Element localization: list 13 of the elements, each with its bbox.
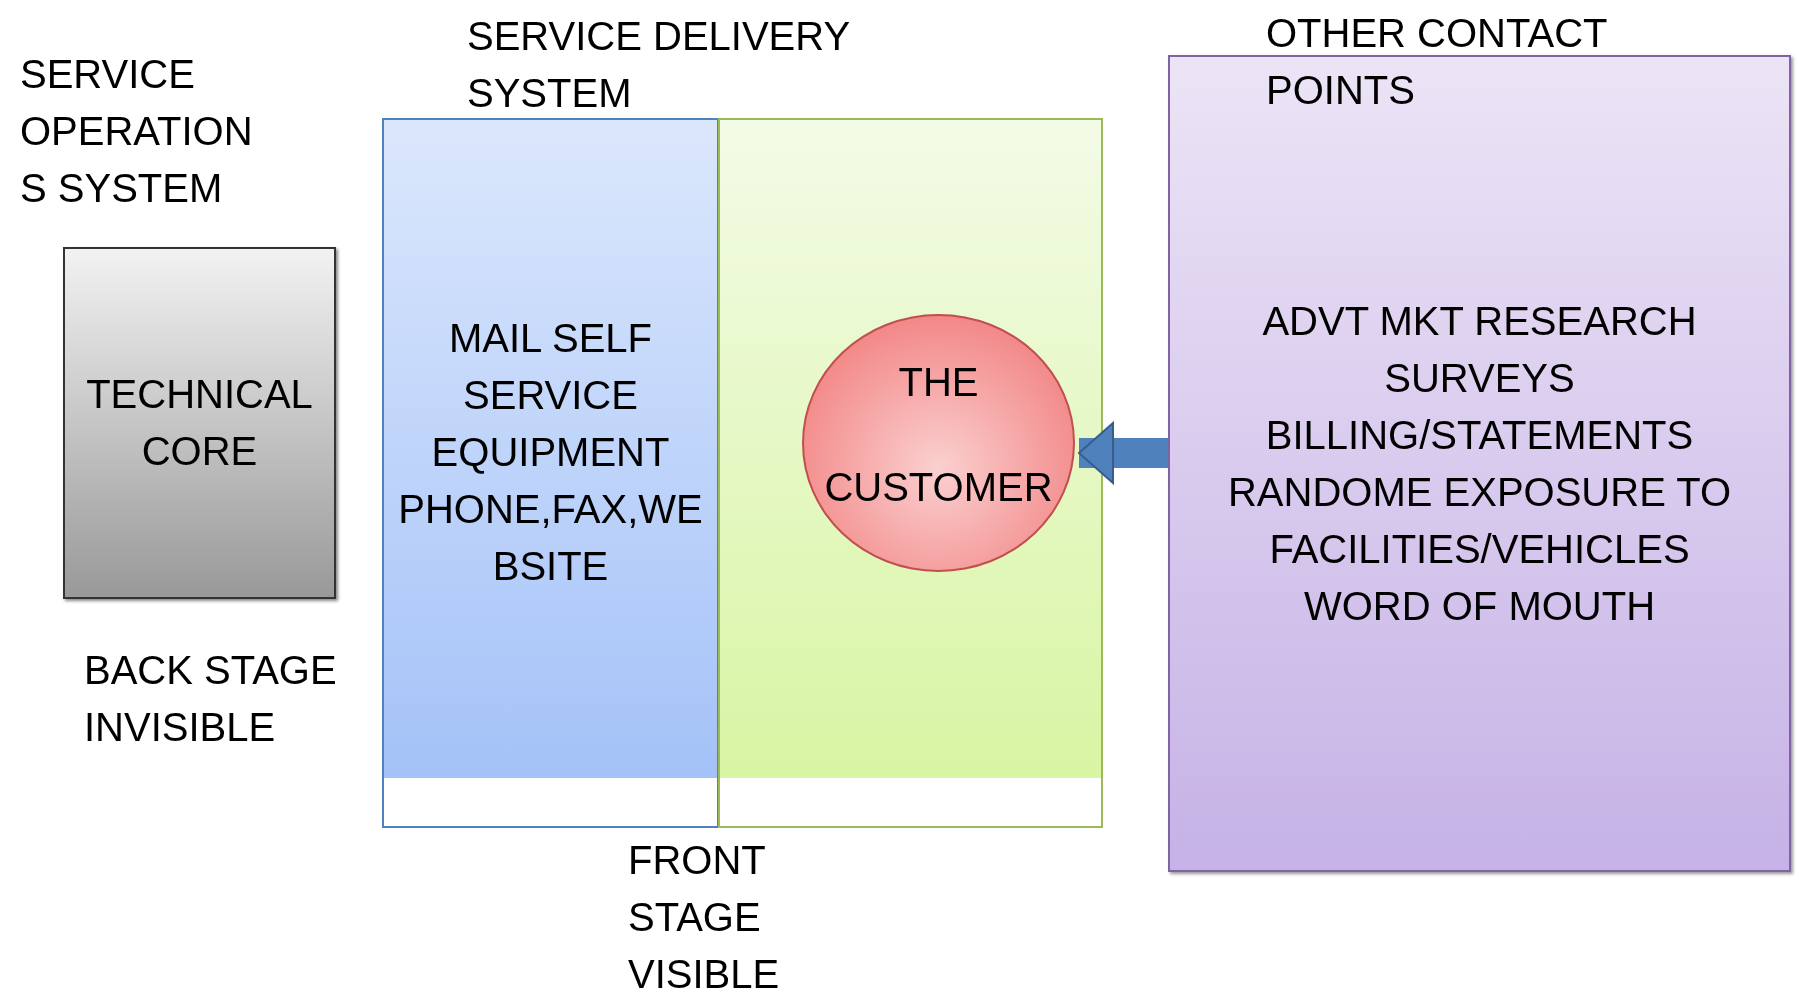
node-text: THE <box>897 359 980 406</box>
text-label: BACK STAGE INVISIBLE <box>84 647 338 751</box>
technical-core-box <box>63 247 336 599</box>
text-label: SERVICE OPERATIONS SYSTEM <box>20 51 254 212</box>
panel-heading: OTHER CONTACT POINTS <box>1266 10 1608 114</box>
node-text: MAIL SELF SERVICE EQUIPMENT PHONE,FAX,WEBSITE <box>397 315 704 590</box>
customer-panel <box>718 118 1103 828</box>
text-label: SERVICE DELIVERY SYSTEM <box>467 13 851 117</box>
delivery-panel <box>382 118 719 828</box>
node-text: ADVT MKT RESEARCH SURVEYS BILLING/STATEMENTS RANDOME EXPOSURE TO FACILITIES/VEHICLES WORD OF MOUTH <box>1226 297 1733 630</box>
node-text: TECHNICAL CORE <box>85 371 314 475</box>
text-label: FRONT STAGE VISIBLE <box>628 837 781 995</box>
node-text: CUSTOMER <box>823 464 1054 511</box>
